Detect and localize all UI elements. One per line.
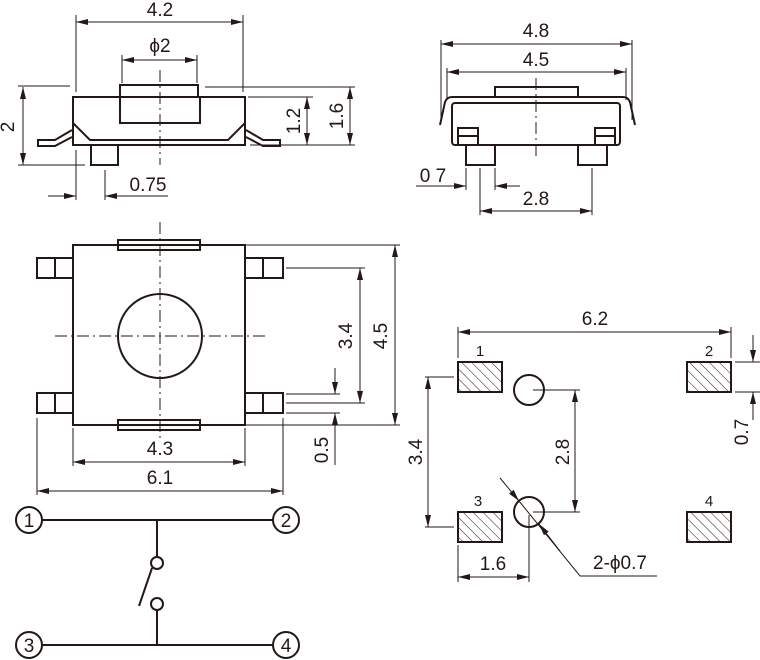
pin-1-label: 1 — [24, 511, 35, 532]
dim-hole-pitch: 2.8 — [553, 439, 574, 465]
dim-lead-offset: 0.75 — [130, 175, 167, 196]
front-view: 4.8 4.5 0 7 2.8 — [416, 21, 636, 215]
pin-2-label: 2 — [281, 511, 292, 532]
dim-pad-pitch-x: 6.2 — [582, 309, 608, 330]
dim-outer-width: 4.8 — [523, 21, 549, 42]
dim-inner-width: 4.5 — [523, 50, 549, 71]
dim-width: 4.2 — [147, 0, 173, 21]
pin-4-marker — [272, 631, 300, 659]
pad-1-label: 1 — [476, 343, 484, 360]
top-view: 3.4 4.5 0.5 4.3 6.1 — [36, 222, 400, 495]
dim-foot-width: 0 7 — [420, 166, 446, 187]
dim-body-length: 4.5 — [371, 323, 392, 349]
dim-pad-pitch-y: 3.4 — [406, 438, 427, 465]
switch-schematic: 1 2 3 4 — [15, 506, 300, 659]
pin-1-marker — [15, 506, 43, 534]
dim-body-width: 4.3 — [147, 439, 173, 460]
pad-4-label: 4 — [705, 493, 713, 510]
pin-3-label: 3 — [24, 636, 35, 657]
side-view: 4.2 ϕ2 2 1.2 1.6 0.75 — [0, 0, 355, 200]
pad-4 — [686, 511, 732, 543]
dim-overall-width: 6.1 — [147, 468, 173, 489]
dim-foot-pitch: 2.8 — [523, 189, 549, 210]
dim-height-button: 1.6 — [327, 103, 348, 129]
dim-hole-offset: 1.6 — [480, 554, 506, 575]
pcb-footprint: 1 2 3 4 6.2 0.7 3.4 2.8 1.6 2-ϕ0.7 — [406, 309, 760, 582]
pad-2-label: 2 — [705, 343, 713, 360]
pad-2 — [686, 361, 732, 393]
pad-3 — [457, 511, 503, 543]
dim-lead-width: 0.5 — [312, 437, 333, 463]
dim-hole-spec: 2-ϕ0.7 — [593, 553, 647, 574]
dim-height-body: 1.2 — [284, 108, 305, 134]
pad-1 — [457, 361, 503, 393]
pin-4-label: 4 — [281, 636, 292, 657]
pin-2-marker — [272, 506, 300, 534]
dim-height-total: 2 — [0, 122, 19, 133]
dim-lead-pitch: 3.4 — [336, 322, 357, 349]
pad-3-label: 3 — [474, 493, 482, 510]
pin-3-marker — [15, 631, 43, 659]
dim-pad-height: 0.7 — [732, 419, 753, 445]
dim-button-dia: ϕ2 — [149, 36, 170, 57]
